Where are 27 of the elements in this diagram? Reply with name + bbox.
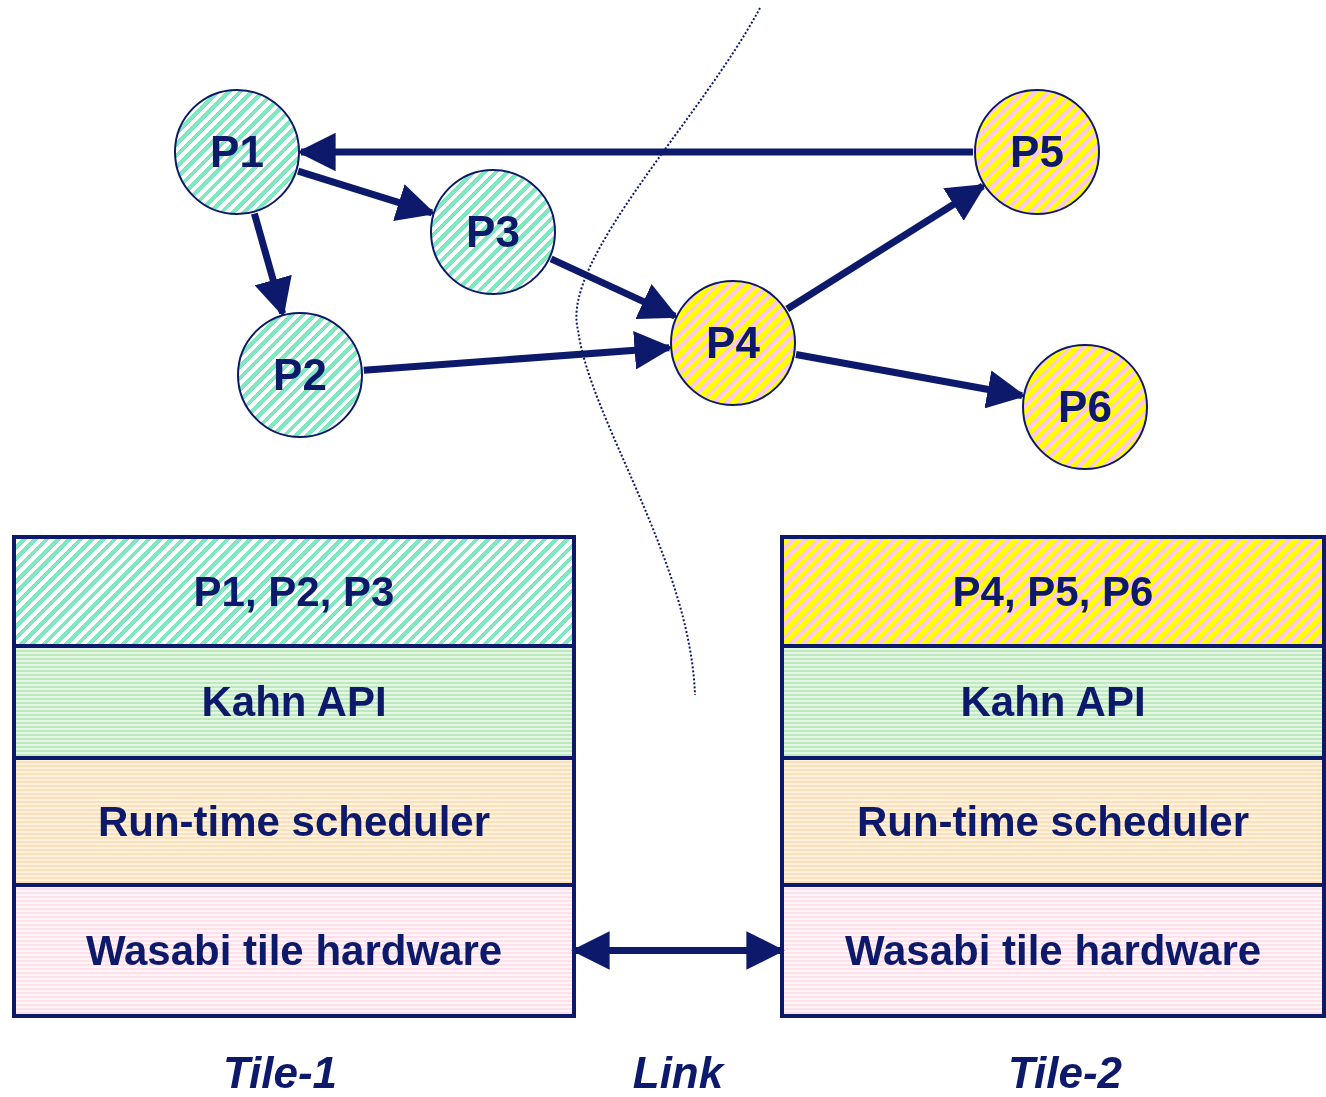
- node-label: Wasabi tile hardware: [844, 926, 1262, 975]
- layer-band: [16, 887, 572, 1014]
- arrow: [549, 255, 679, 320]
- tile-caption: Tile-2: [1006, 1048, 1124, 1097]
- layer-band: [16, 760, 572, 887]
- layer-band: [784, 760, 1322, 887]
- layer-band: [784, 887, 1322, 1014]
- tile-box: [780, 535, 1326, 1018]
- node-label: P2: [273, 350, 327, 400]
- node-label: Run-time scheduler: [856, 797, 1250, 846]
- layer-band: [784, 648, 1322, 760]
- node-label: Run-time scheduler: [97, 797, 491, 846]
- arrow: [785, 183, 987, 312]
- node-label: Kahn API: [960, 678, 1146, 726]
- layer-band: [784, 539, 1322, 648]
- node-label: Kahn API: [201, 678, 387, 726]
- arrow: [297, 167, 436, 221]
- double-arrow: [571, 931, 785, 970]
- node-label: P1, P2, P3: [193, 567, 395, 616]
- tile-caption: Tile-1: [221, 1048, 339, 1097]
- node-label: Wasabi tile hardware: [85, 926, 503, 975]
- edge-label: Link: [631, 1048, 726, 1097]
- node-label: P1: [210, 127, 264, 177]
- tile-box: [12, 535, 576, 1018]
- layer-band: [16, 648, 572, 760]
- layer-band: [16, 539, 572, 648]
- node-label: P3: [466, 207, 520, 257]
